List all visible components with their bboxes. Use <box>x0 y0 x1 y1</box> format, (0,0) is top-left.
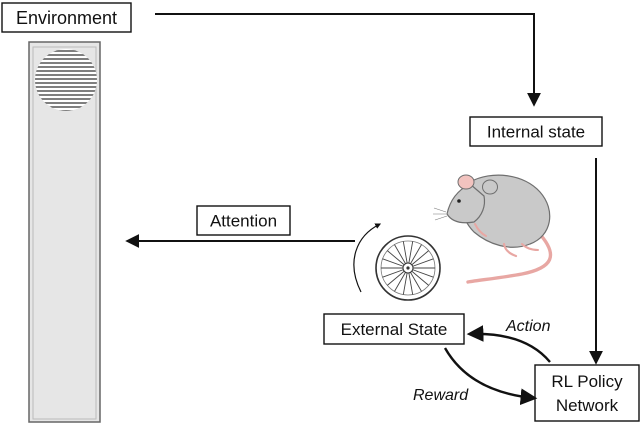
action-label: Action <box>505 318 551 335</box>
mouse-ear-back <box>482 179 498 195</box>
external-state-label: External State <box>341 320 448 339</box>
edge-action: Action <box>466 318 551 363</box>
reward-label: Reward <box>413 387 469 404</box>
edge-environment-to-internal <box>155 13 541 107</box>
environment-box <box>1 2 132 33</box>
internal-state-box <box>469 116 603 147</box>
rl-policy-box <box>534 364 640 422</box>
environment-label: Environment <box>16 8 117 28</box>
mouse-illustration-icon <box>433 174 552 284</box>
environment-node: Environment <box>1 2 132 33</box>
mouse-paw <box>474 223 487 237</box>
internal-state-label: Internal state <box>487 123 585 142</box>
mouse-ear <box>457 174 475 190</box>
attention-label: Attention <box>210 212 277 231</box>
mouse-paw-back <box>502 242 518 258</box>
attention-node: Attention <box>196 205 291 236</box>
mouse-head <box>446 183 486 224</box>
mouse-paw-back-2 <box>521 243 539 251</box>
external-state-box <box>323 313 465 345</box>
mouse-tail <box>466 230 552 284</box>
running-wheel-icon <box>375 235 441 301</box>
external-state-node: External State <box>323 313 465 345</box>
mouse-whisker <box>433 207 448 221</box>
internal-state-node: Internal state <box>469 116 603 147</box>
edge-reward: Reward <box>413 347 538 406</box>
mouse-eye <box>457 199 461 203</box>
wheel-rotation-arrow-icon <box>353 223 382 293</box>
attention-box <box>196 205 291 236</box>
rl-policy-node: RL Policy Network <box>534 364 640 422</box>
rl-policy-label-line2: Network <box>556 396 619 415</box>
rl-policy-label-line1: RL Policy <box>551 372 623 391</box>
